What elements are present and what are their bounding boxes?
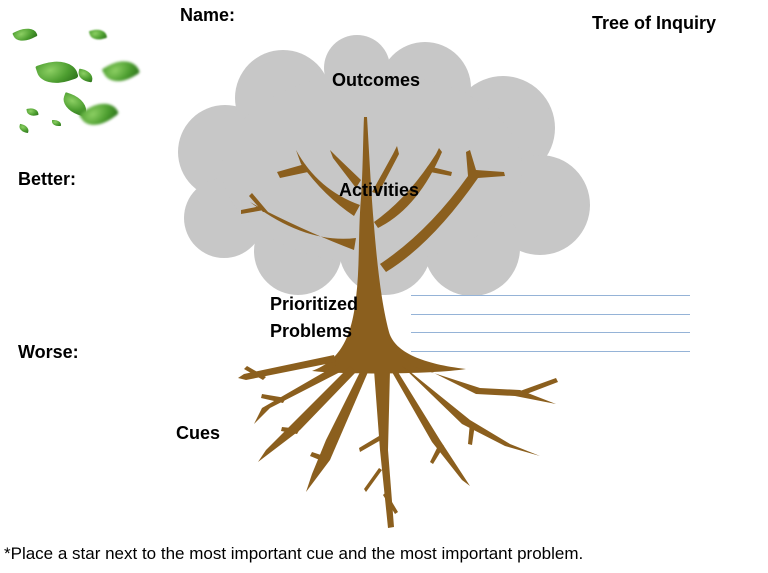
activities-label: Activities <box>339 180 420 200</box>
writing-line[interactable] <box>411 296 690 315</box>
falling-leaves-icon <box>8 22 143 142</box>
writing-line[interactable] <box>411 333 690 353</box>
footnote: *Place a star next to the most important… <box>4 544 584 563</box>
writing-line[interactable] <box>411 277 690 296</box>
writing-line[interactable] <box>411 315 690 334</box>
better-label: Better: <box>18 169 77 189</box>
writing-lines-area[interactable] <box>411 277 690 353</box>
cues-label: Cues <box>176 423 221 443</box>
outcomes-label: Outcomes <box>332 70 421 90</box>
worse-label: Worse: <box>18 342 79 362</box>
name-label: Name: <box>180 5 236 25</box>
prioritized-problems-label: Prioritized Problems <box>270 294 359 341</box>
leaf-icon <box>52 120 61 126</box>
trunk-branches-roots <box>238 117 558 528</box>
page-title: Tree of Inquiry <box>592 13 717 33</box>
